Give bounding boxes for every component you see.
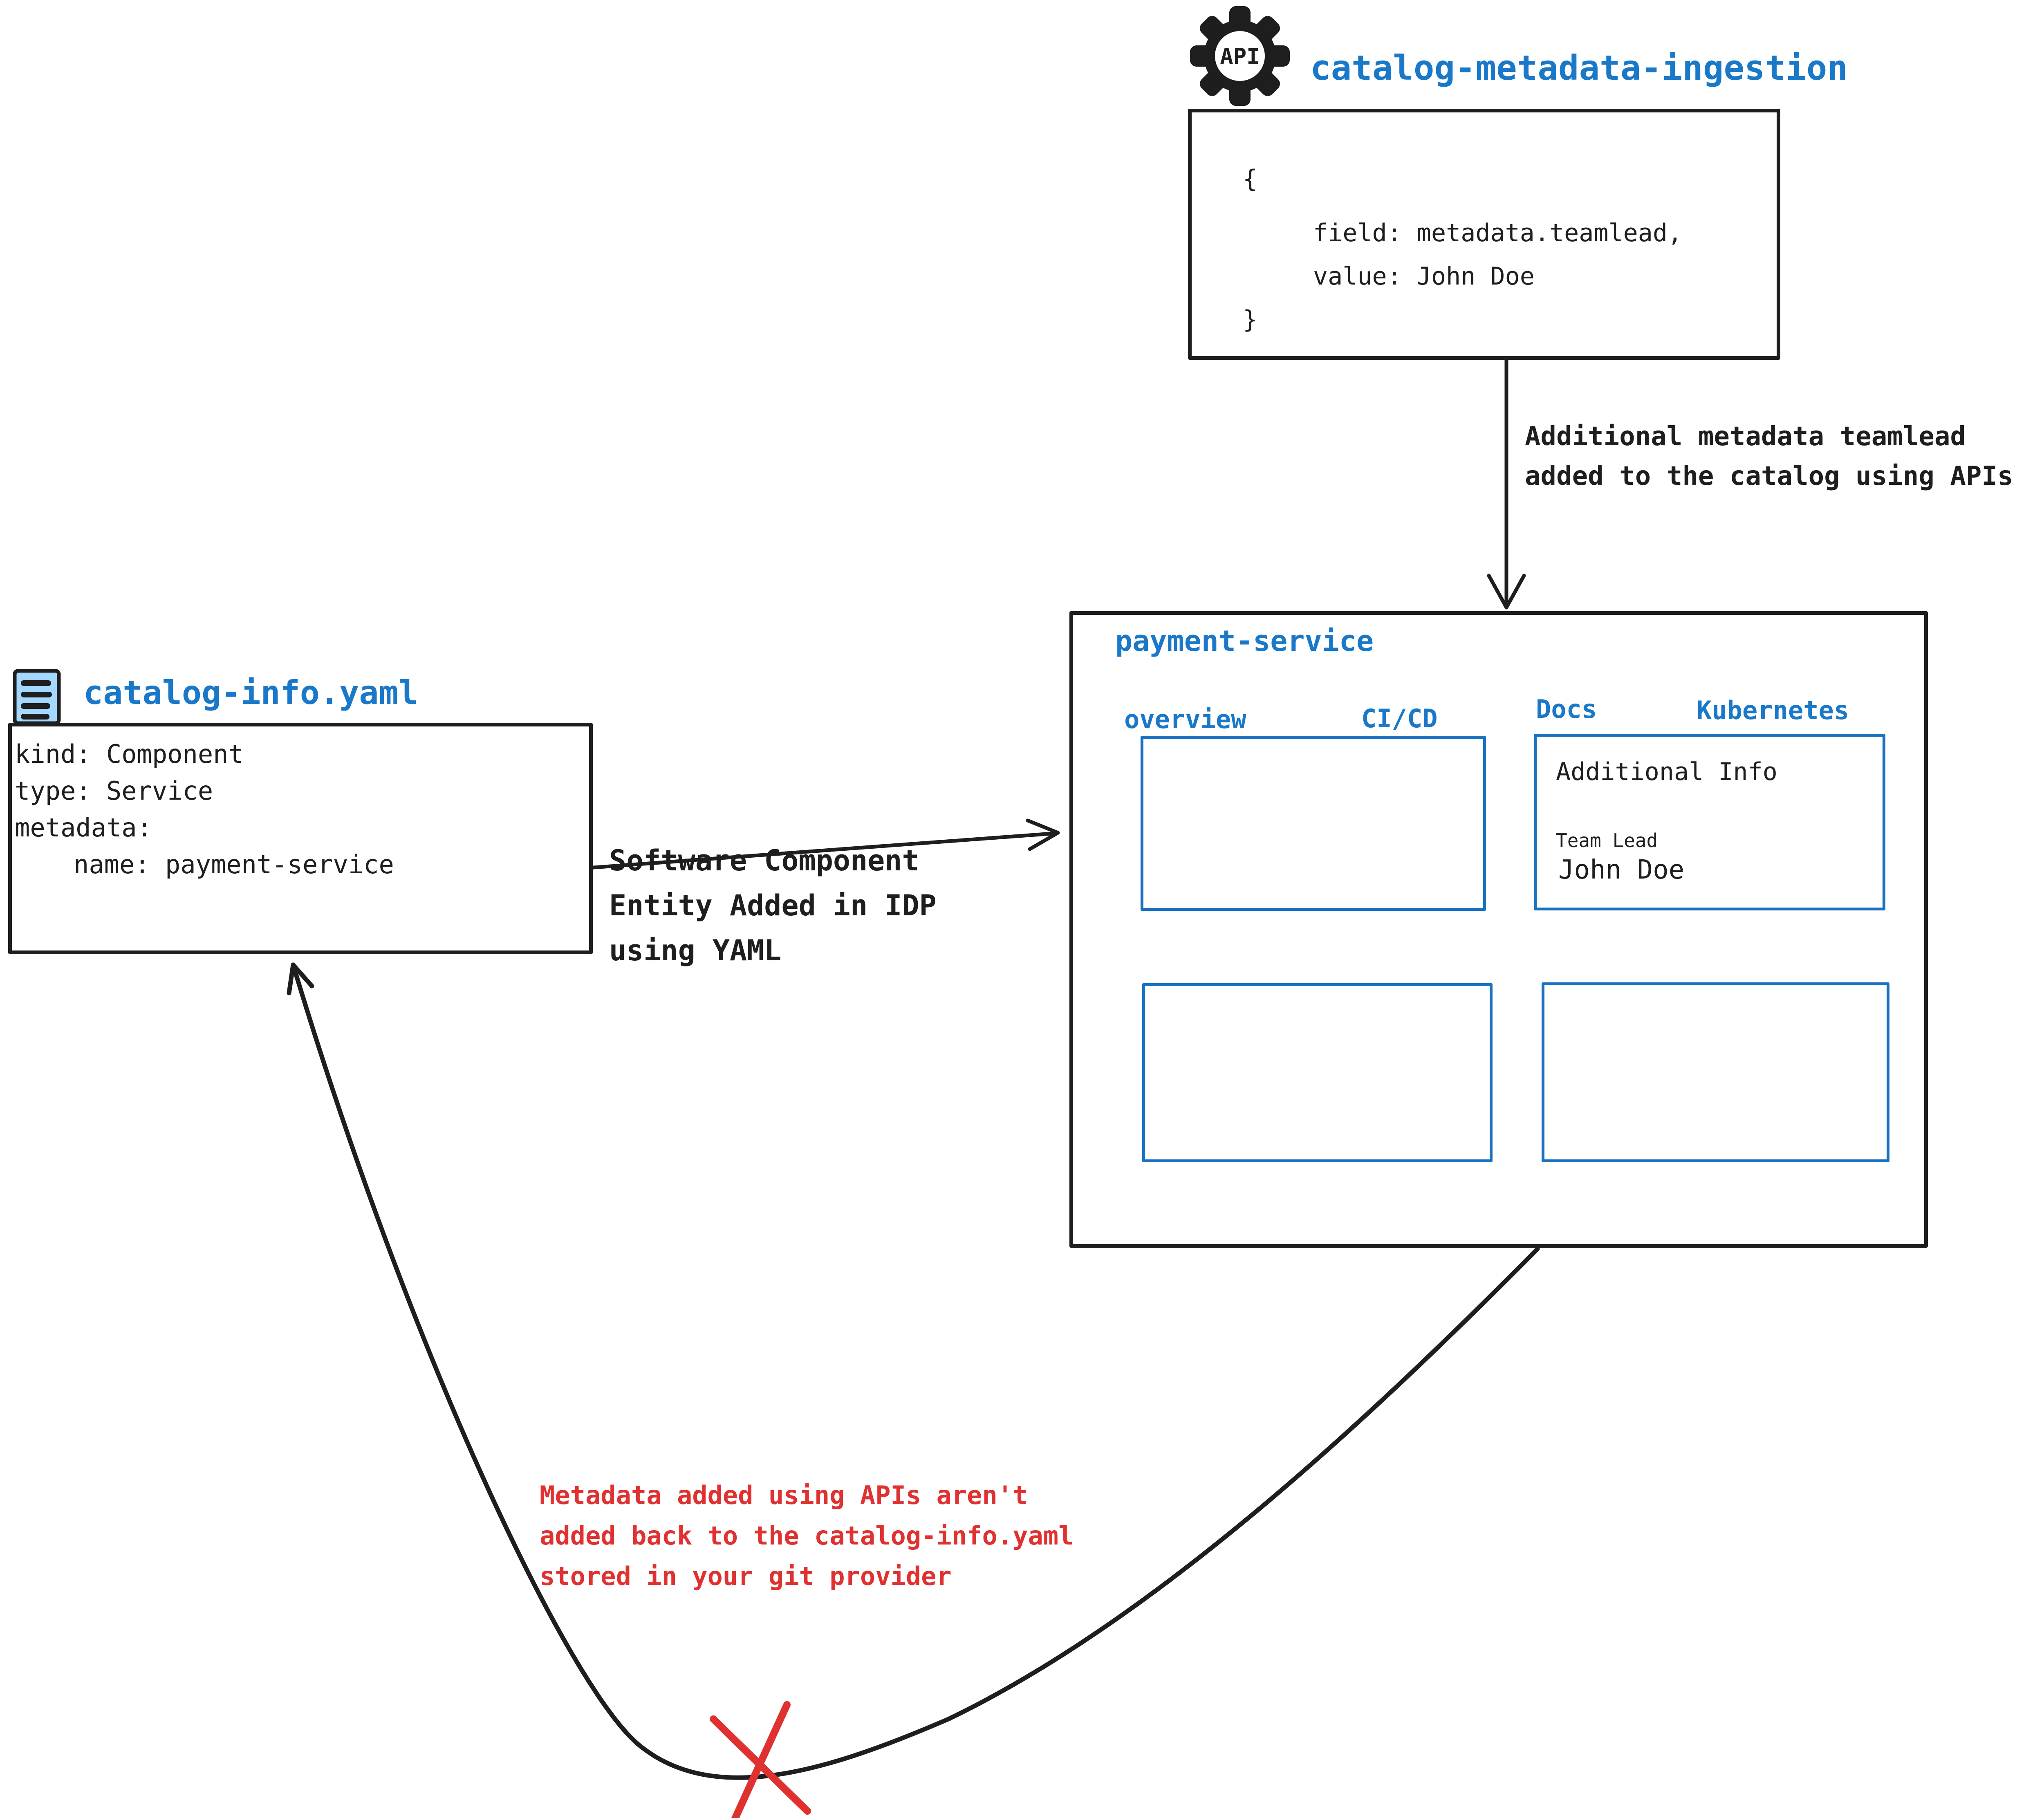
portal-panel-additional-info — [1534, 734, 1885, 910]
crossed-out-x-icon — [710, 1701, 811, 1818]
code-line-close-brace: } — [1243, 305, 1258, 334]
ingestion-arrow-label-line2: added to the catalog using APIs — [1525, 461, 2013, 491]
tab-overview: overview — [1124, 704, 1246, 734]
tab-kubernetes: Kubernetes — [1697, 695, 1849, 725]
yaml-arrow-label-line1: Software Component — [609, 844, 919, 877]
api-gear-label: API — [1220, 44, 1260, 69]
ingestion-arrowhead — [1487, 574, 1526, 610]
portal-panel-bottom-right — [1542, 982, 1889, 1162]
warning-note-line2: added back to the catalog-info.yaml — [540, 1521, 1074, 1551]
code-line-open-brace: { — [1243, 165, 1258, 193]
additional-info-heading: Additional Info — [1556, 758, 1777, 786]
yaml-file-icon — [13, 669, 61, 725]
yaml-line-kind: kind: Component — [15, 739, 244, 769]
ingestion-code-box — [1188, 109, 1780, 360]
catalog-file-title: catalog-info.yaml — [83, 674, 418, 712]
catalog-yaml-box — [8, 723, 593, 954]
ingestion-service-title: catalog-metadata-ingestion — [1310, 48, 1848, 88]
return-curve — [291, 962, 1540, 1780]
yaml-arrow-label-line2: Entity Added in IDP — [609, 889, 937, 922]
tab-cicd: CI/CD — [1361, 704, 1438, 733]
yaml-line-name: name: payment-service — [74, 850, 394, 879]
tab-docs: Docs — [1536, 694, 1597, 724]
ingestion-arrow-label-line1: Additional metadata teamlead — [1525, 421, 1966, 452]
team-lead-label: Team Lead — [1556, 829, 1658, 852]
yaml-arrowhead — [1026, 818, 1060, 851]
code-line-value: value: John Doe — [1313, 262, 1535, 291]
portal-title: payment-service — [1115, 624, 1374, 658]
yaml-line-metadata: metadata: — [15, 813, 152, 843]
yaml-arrow-label-line3: using YAML — [609, 934, 782, 967]
yaml-arrow-line — [592, 831, 1059, 870]
warning-note-line3: stored in your git provider — [540, 1561, 952, 1591]
warning-note-line1: Metadata added using APIs aren't — [540, 1480, 1028, 1510]
api-gear-icon: API — [1190, 6, 1290, 106]
portal-panel-bottom-left — [1142, 983, 1493, 1162]
team-lead-value: John Doe — [1558, 855, 1685, 885]
yaml-line-type: type: Service — [15, 776, 213, 806]
return-arrowhead — [287, 962, 314, 995]
code-line-field: field: metadata.teamlead, — [1313, 219, 1683, 247]
portal-panel-top-left — [1141, 736, 1486, 911]
